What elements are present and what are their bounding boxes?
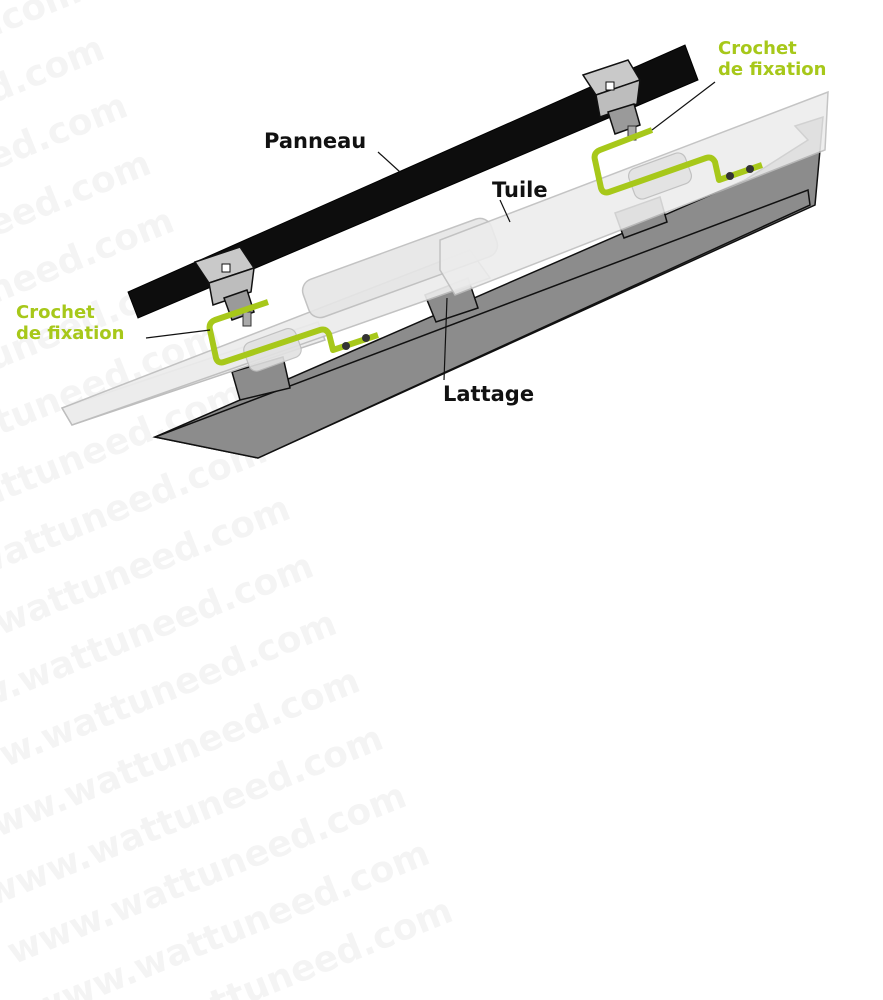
label-batten: Lattage [443, 382, 535, 406]
clamp-right [581, 59, 642, 141]
hook-right [591, 127, 763, 196]
label-hook-top-line2: de fixation [718, 59, 827, 80]
solar-panel [127, 44, 699, 319]
leader-tile [499, 199, 511, 223]
leader-panel [377, 151, 401, 173]
label-hook-left-line1: Crochet [16, 302, 95, 323]
leader-hook-left [145, 329, 211, 339]
label-panel: Panneau [264, 129, 367, 153]
diagram-canvas: www.wattuneed.comwww.wattuneed.comwww.wa… [0, 0, 829, 1000]
label-hook-left-line2: de fixation [16, 323, 125, 344]
leader-hook-top [651, 81, 716, 131]
label-hook-top: Crochet de fixation [718, 38, 826, 80]
tile-left-overlap [243, 327, 302, 372]
leader-batten [443, 297, 448, 381]
label-hook-left: Crochet de fixation [16, 302, 124, 344]
hook-left [206, 299, 379, 366]
roof-mount-illustration [60, 44, 829, 459]
label-tile: Tuile [492, 178, 548, 202]
clamp-left [193, 246, 256, 327]
label-hook-top-line1: Crochet [718, 38, 797, 59]
rafter-body [152, 188, 811, 459]
